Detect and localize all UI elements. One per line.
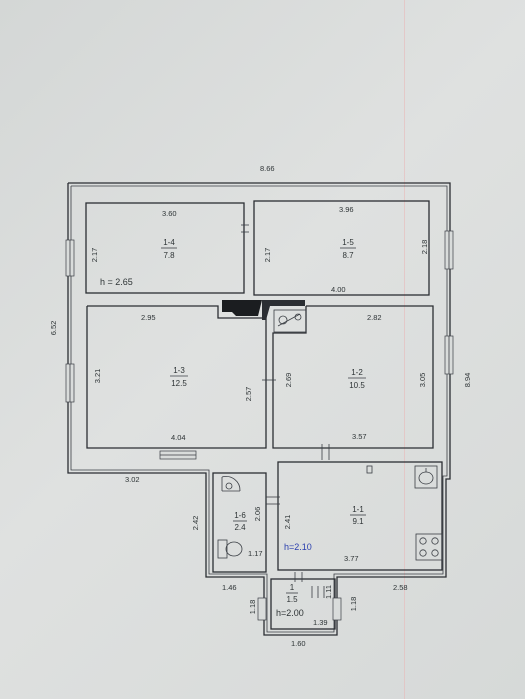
dim-overall-width: 8.66 bbox=[260, 164, 275, 173]
dim-lower-right: 2.58 bbox=[393, 583, 408, 592]
dim-r16-bottom: 1.17 bbox=[248, 549, 263, 558]
dim-r12-bottom: 3.57 bbox=[352, 432, 367, 441]
svg-text:1.5: 1.5 bbox=[286, 595, 298, 604]
dim-r15-width: 3.96 bbox=[339, 205, 354, 214]
room-1-3 bbox=[86, 305, 267, 449]
dim-r13-depth: 3.21 bbox=[93, 369, 102, 384]
svg-text:1-5: 1-5 bbox=[342, 238, 354, 247]
dim-overall-depth-left: 6.52 bbox=[49, 321, 58, 336]
stair-marks bbox=[311, 586, 325, 598]
dim-r13-bottom: 4.04 bbox=[171, 433, 186, 442]
room-label-1-2: 1-2 10.5 bbox=[348, 368, 366, 390]
dim-r14-width: 3.60 bbox=[162, 209, 177, 218]
dim-r12-right: 3.05 bbox=[418, 373, 427, 388]
dim-r13-right: 2.57 bbox=[244, 387, 253, 402]
room-1-6 bbox=[212, 472, 267, 573]
svg-text:7.8: 7.8 bbox=[163, 251, 175, 260]
room-1-4 bbox=[85, 202, 245, 294]
toilet-icon bbox=[217, 539, 243, 559]
height-labels: h = 2.65 h=2.10 h=2.00 bbox=[100, 277, 312, 618]
svg-text:1-2: 1-2 bbox=[351, 368, 363, 377]
svg-text:12.5: 12.5 bbox=[171, 379, 187, 388]
room-label-porch: 1 1.5 bbox=[286, 583, 298, 604]
dim-lower-left: 1.46 bbox=[222, 583, 237, 592]
height-kitchen: h=2.10 bbox=[284, 542, 312, 552]
svg-text:8.7: 8.7 bbox=[342, 251, 354, 260]
dim-overall-depth-right: 8.94 bbox=[463, 373, 472, 388]
height-porch: h=2.00 bbox=[276, 608, 304, 618]
dim-r15-depth: 2.17 bbox=[263, 248, 272, 263]
dim-r16-depth-right: 2.06 bbox=[253, 507, 262, 522]
small-outlet-icon bbox=[366, 465, 373, 474]
room-label-1-1: 1-1 9.1 bbox=[350, 505, 366, 526]
door-marks bbox=[241, 224, 330, 582]
room-labels: 1-4 7.8 1-5 8.7 1-3 12.5 1-2 10.5 1-6 bbox=[161, 238, 366, 604]
dim-r12-left: 2.69 bbox=[284, 373, 293, 388]
dim-r12-width: 2.82 bbox=[367, 313, 382, 322]
shower-drain-icon bbox=[221, 476, 241, 492]
paper-margin-line bbox=[404, 0, 405, 699]
room-walls bbox=[85, 200, 443, 630]
dim-r16-depth-left: 2.42 bbox=[191, 516, 200, 531]
dim-r15-right: 2.18 bbox=[420, 240, 429, 255]
svg-text:10.5: 10.5 bbox=[349, 381, 365, 390]
room-label-1-5: 1-5 8.7 bbox=[340, 238, 356, 260]
dim-porch-right: 1.18 bbox=[349, 597, 358, 612]
height-main: h = 2.65 bbox=[100, 277, 133, 287]
svg-text:2.4: 2.4 bbox=[234, 523, 246, 532]
dim-r11-bottom: 3.77 bbox=[344, 554, 359, 563]
stove-icon bbox=[415, 533, 443, 561]
fireplace-icon bbox=[222, 300, 305, 320]
dim-r14-depth: 2.17 bbox=[90, 248, 99, 263]
dim-r11-left: 2.41 bbox=[283, 515, 292, 530]
dim-outer-left: 3.02 bbox=[125, 475, 140, 484]
svg-text:1-3: 1-3 bbox=[173, 366, 185, 375]
windows bbox=[65, 230, 454, 621]
sink-icon bbox=[414, 465, 438, 489]
outer-walls bbox=[67, 182, 451, 636]
room-1-1 bbox=[277, 461, 443, 571]
svg-text:1: 1 bbox=[290, 583, 295, 592]
dim-porch-width: 1.60 bbox=[291, 639, 306, 648]
dim-porch-inner-right: 1.11 bbox=[324, 585, 333, 599]
room-label-1-6: 1-6 2.4 bbox=[233, 511, 247, 532]
room-1-2 bbox=[272, 305, 434, 449]
room-1-5 bbox=[253, 200, 430, 296]
dimension-labels: 8.66 6.52 8.94 3.60 2.17 3.96 2.17 2.18 … bbox=[49, 164, 472, 648]
dim-corridor: 4.00 bbox=[331, 285, 346, 294]
dim-r13-width: 2.95 bbox=[141, 313, 156, 322]
room-label-1-4: 1-4 7.8 bbox=[161, 238, 177, 260]
svg-text:1-4: 1-4 bbox=[163, 238, 175, 247]
svg-text:1-6: 1-6 bbox=[234, 511, 246, 520]
dim-porch-inner-width: 1.39 bbox=[313, 618, 328, 627]
svg-text:9.1: 9.1 bbox=[352, 517, 364, 526]
svg-text:1-1: 1-1 bbox=[352, 505, 364, 514]
dim-porch-left: 1.18 bbox=[248, 600, 257, 615]
room-label-1-3: 1-3 12.5 bbox=[170, 366, 188, 388]
shower-icon bbox=[273, 309, 307, 333]
